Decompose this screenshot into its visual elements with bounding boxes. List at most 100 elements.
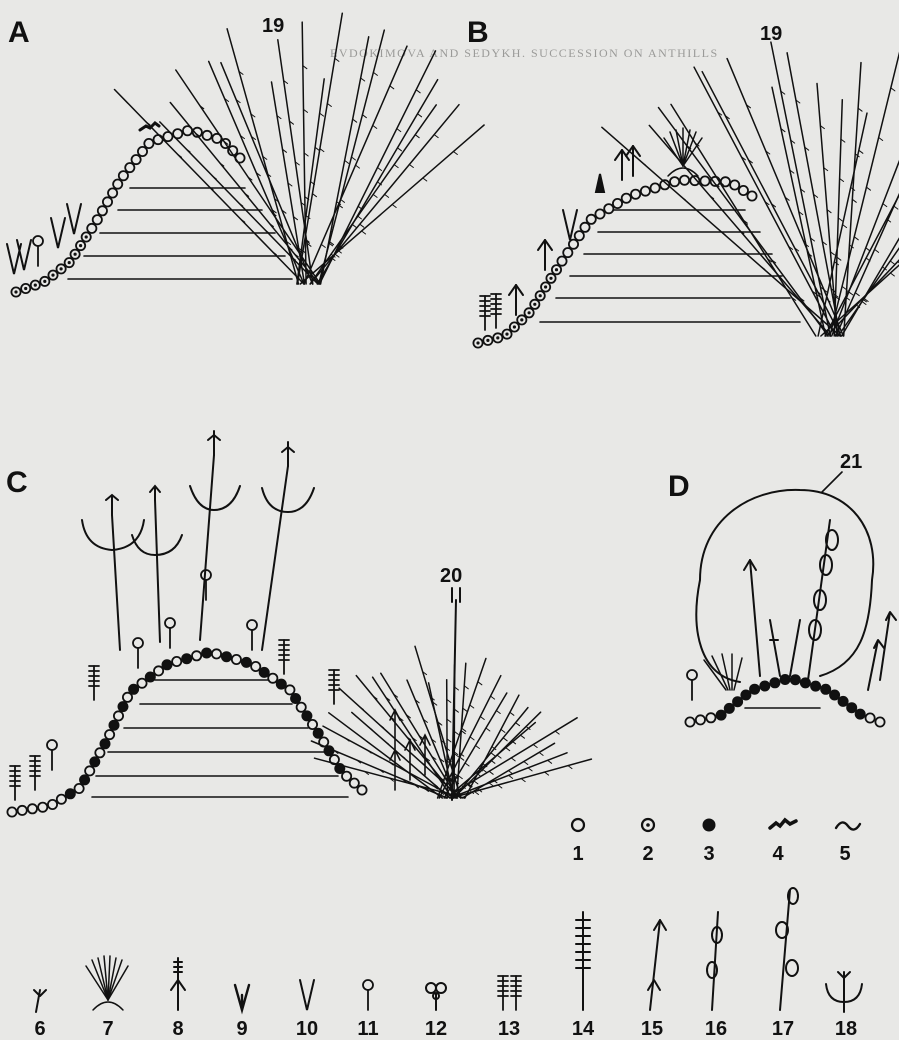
sedge-tooth — [521, 735, 525, 738]
bead — [569, 240, 578, 249]
bead — [7, 807, 16, 816]
bead-dot — [486, 339, 489, 342]
legend-number-14: 14 — [572, 1018, 595, 1040]
sedge-tooth — [367, 741, 371, 744]
sedge-tooth — [315, 147, 319, 150]
sedge-tooth — [373, 125, 377, 128]
legend-number-13: 13 — [498, 1018, 520, 1040]
legend-number-15: 15 — [641, 1018, 663, 1040]
legend-symbol-18 — [826, 972, 862, 1012]
bead — [80, 775, 89, 784]
bead-dot — [520, 318, 523, 321]
bead — [268, 674, 277, 683]
bead — [575, 231, 584, 240]
sedge-tooth — [356, 165, 360, 168]
legend-symbol-17 — [776, 888, 798, 1010]
bead — [563, 248, 572, 257]
bead-dot — [496, 336, 499, 339]
bead — [696, 715, 705, 724]
legend-symbol-8 — [171, 958, 185, 1010]
sedge-tooth — [508, 771, 512, 774]
bead — [251, 662, 260, 671]
sedge-tooth — [849, 292, 853, 295]
bead — [622, 194, 631, 203]
bead — [760, 681, 769, 690]
sedge-tooth — [875, 249, 879, 252]
sedge-tooth — [516, 723, 520, 726]
bead — [733, 697, 742, 706]
bead — [212, 649, 221, 658]
sedge-tooth — [409, 165, 413, 168]
bead — [100, 739, 109, 748]
sedge-tooth — [465, 763, 469, 766]
bead — [66, 789, 75, 798]
legend-number-1: 1 — [572, 843, 583, 865]
sedge-tooth — [501, 729, 505, 732]
sedge-tooth — [491, 753, 495, 756]
bead — [144, 139, 153, 148]
bead — [580, 223, 589, 232]
sedge-tooth — [321, 244, 325, 247]
bead — [651, 183, 660, 192]
bead — [700, 176, 709, 185]
bead — [587, 215, 596, 224]
legend-number-4: 4 — [772, 843, 784, 865]
sedge-tooth — [545, 772, 549, 775]
sedge-tooth — [385, 194, 389, 197]
sedge-tooth — [352, 224, 356, 227]
legend-number-3: 3 — [703, 843, 714, 865]
sedge-tooth — [434, 135, 438, 138]
legend-symbol-13 — [498, 976, 521, 1010]
legend-symbol-6 — [34, 990, 46, 1012]
bead — [114, 711, 123, 720]
sedge-tooth — [498, 785, 502, 788]
sedge-tooth — [460, 757, 464, 760]
bead — [232, 655, 241, 664]
bead — [291, 694, 300, 703]
sedge-tooth — [855, 293, 859, 296]
legend-number-7: 7 — [102, 1018, 113, 1040]
sedge-tooth — [474, 781, 478, 784]
bead — [811, 682, 820, 691]
bead — [302, 711, 311, 720]
sedge-tooth — [398, 148, 402, 151]
sedge-tooth — [320, 149, 324, 152]
bead-dot — [68, 261, 71, 264]
bead — [123, 693, 132, 702]
bead — [680, 176, 689, 185]
panel-d-plant-number: 21 — [840, 451, 862, 473]
sedge-tooth — [491, 760, 495, 763]
legend-number-16: 16 — [705, 1018, 727, 1040]
bead — [93, 215, 102, 224]
panel-a-mound-strata — [68, 188, 292, 279]
bead — [172, 657, 181, 666]
sedge-20-sprig — [390, 750, 400, 790]
sedge-tooth — [521, 779, 525, 782]
sedge-tooth — [539, 752, 543, 755]
sedge-tooth — [353, 119, 357, 122]
panel-c: C 20 — [6, 431, 591, 817]
panel-c-sedge-20 — [311, 588, 591, 800]
bead — [28, 804, 37, 813]
sedge-tooth — [458, 776, 462, 779]
bead — [125, 163, 134, 172]
sedge-tooth — [390, 86, 394, 89]
bead-dot — [85, 235, 88, 238]
sedge-tooth — [461, 731, 465, 734]
bead — [557, 257, 566, 266]
sedge-tooth — [843, 225, 847, 228]
bead — [138, 147, 147, 156]
legend-number-11: 11 — [357, 1018, 378, 1040]
sedge-tooth — [506, 748, 510, 751]
bead — [242, 658, 251, 667]
bead — [631, 190, 640, 199]
panel-a: A 19 — [7, 13, 484, 296]
sedge-tooth — [480, 717, 484, 720]
bead-dot — [544, 285, 547, 288]
legend-number-2: 2 — [642, 843, 653, 865]
sedge-tooth — [528, 768, 532, 771]
legend-symbol-15 — [648, 920, 666, 1010]
bead — [613, 199, 622, 208]
legend-number-10: 10 — [296, 1018, 318, 1040]
bead — [781, 675, 790, 684]
